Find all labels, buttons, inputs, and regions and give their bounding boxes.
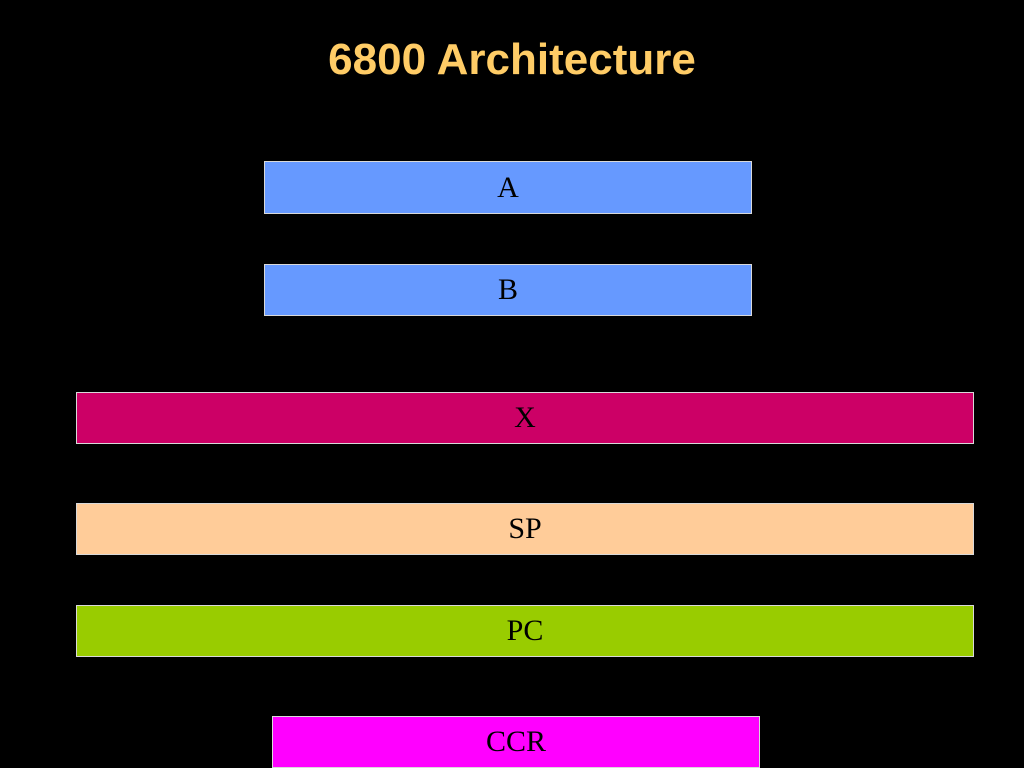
- register-pc-label: PC: [506, 614, 544, 647]
- register-x-box: X: [76, 392, 974, 444]
- register-ccr-box: CCR: [272, 716, 760, 768]
- register-x-label: X: [514, 401, 536, 434]
- register-a-box: A: [264, 161, 752, 214]
- register-sp-label: SP: [508, 512, 542, 545]
- register-sp-box: SP: [76, 503, 974, 555]
- register-b-box: B: [264, 264, 752, 316]
- register-ccr-label: CCR: [485, 725, 547, 758]
- register-b-label: B: [497, 273, 518, 306]
- slide-title: 6800 Architecture: [328, 35, 696, 84]
- register-a-label: A: [497, 170, 519, 204]
- register-pc-box: PC: [76, 605, 974, 657]
